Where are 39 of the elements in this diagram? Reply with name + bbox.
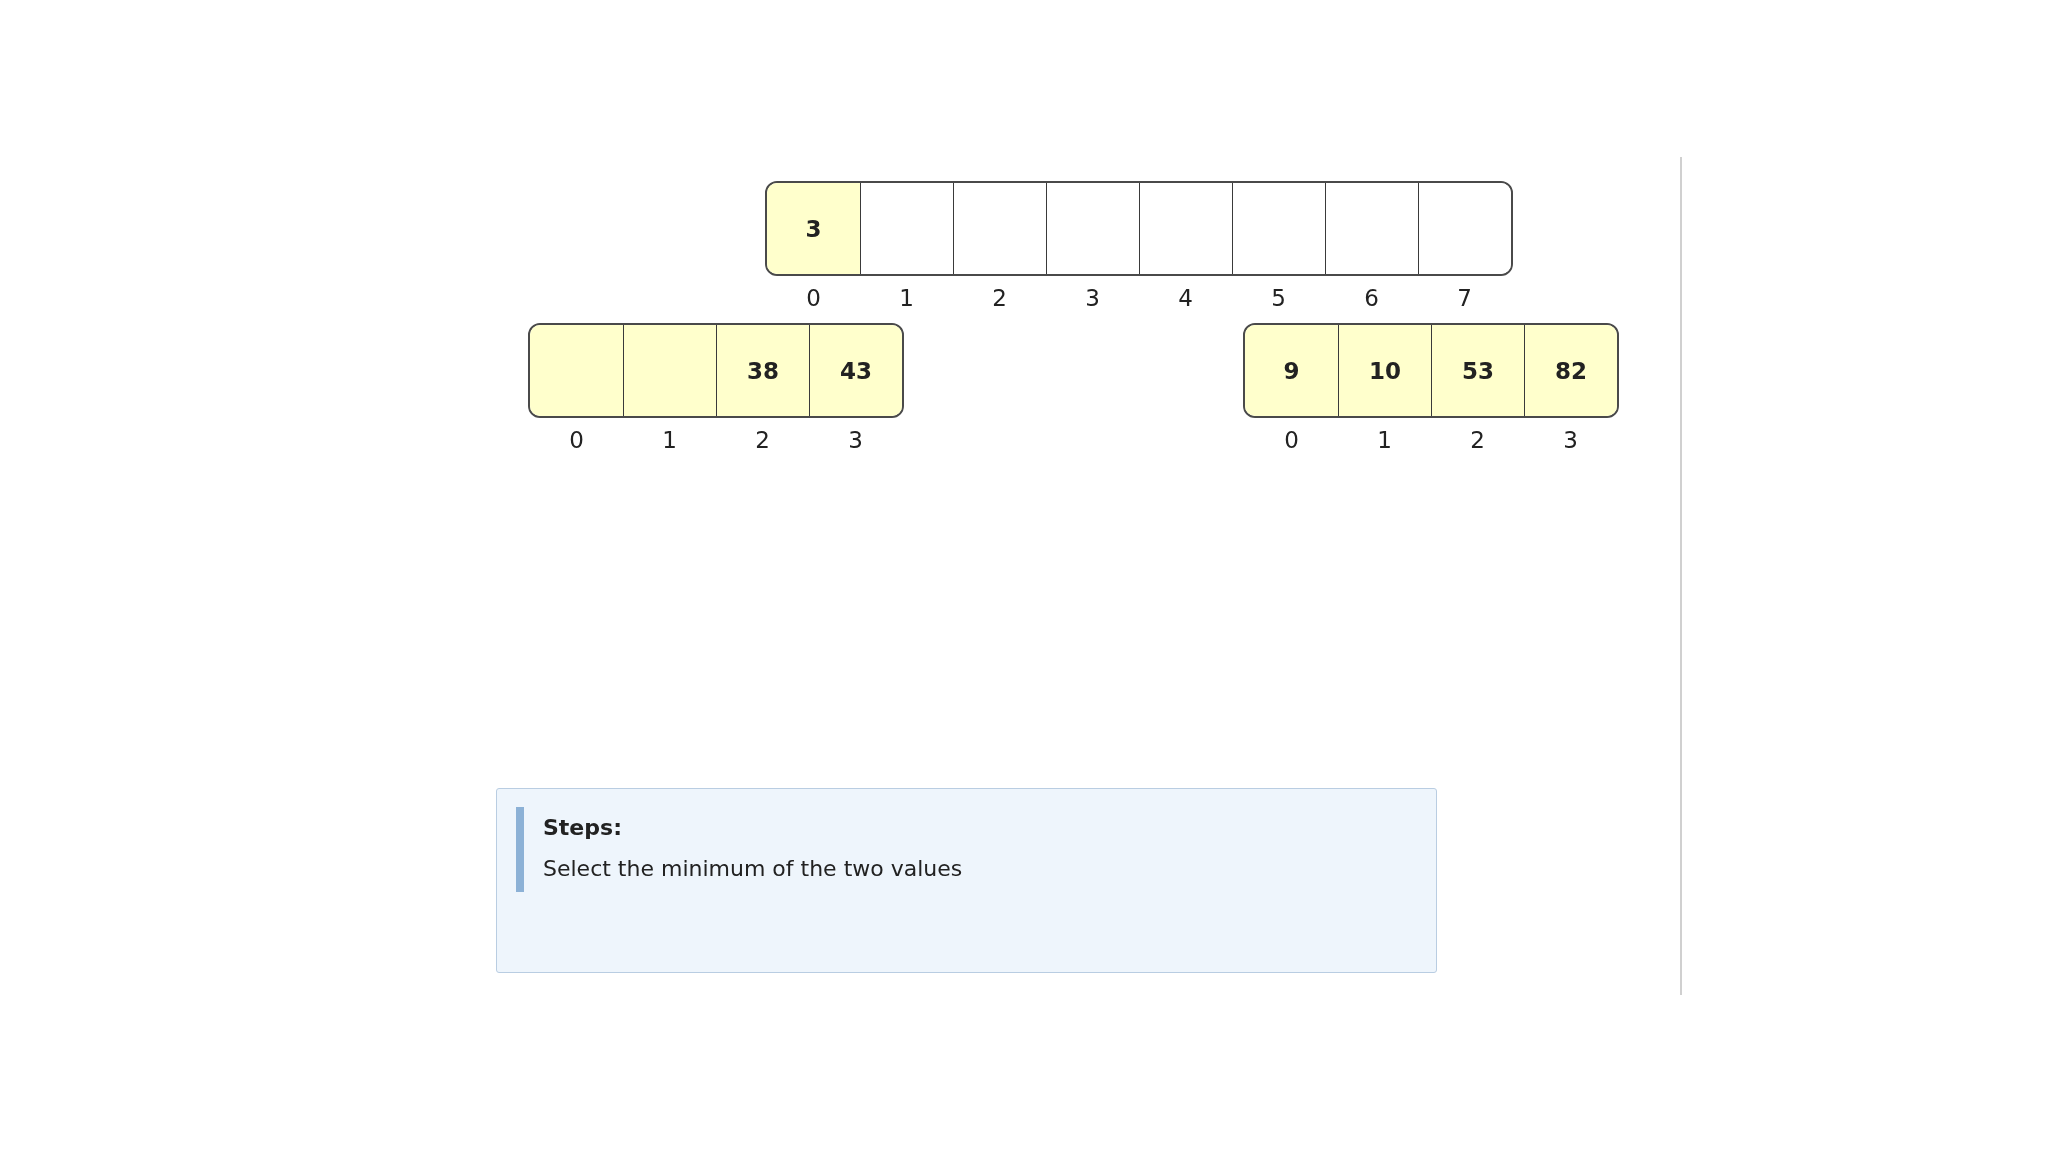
cell-value: 9 [1283,356,1300,385]
cell-value: 10 [1369,356,1401,385]
index-label: 1 [662,426,677,454]
steps-text: Select the minimum of the two values [543,855,963,883]
cell-value: 82 [1555,356,1587,385]
array-cell [716,325,809,416]
array-cell [809,325,902,416]
index-label: 2 [755,426,770,454]
array [765,181,1513,276]
cell-value: 3 [805,214,822,243]
cell-value: 38 [747,356,779,385]
array-cell [767,183,860,274]
array-cell [1245,325,1338,416]
index-label: 5 [1271,284,1286,312]
index-label: 2 [1470,426,1485,454]
index-label: 0 [569,426,584,454]
array-cell [623,325,716,416]
cell-value: 43 [840,356,872,385]
index-label: 6 [1364,284,1379,312]
array [1243,323,1619,418]
index-label: 0 [1284,426,1299,454]
steps-heading: Steps: [543,814,622,842]
array-cell [1338,325,1431,416]
cell-value: 53 [1462,356,1494,385]
index-label: 1 [899,284,914,312]
index-label: 3 [1085,284,1100,312]
index-label: 7 [1457,284,1472,312]
array-cell [1418,183,1511,274]
index-label: 1 [1377,426,1392,454]
array-cell [1524,325,1617,416]
index-label: 3 [848,426,863,454]
array [528,323,904,418]
steps-panel [496,788,1437,973]
index-label: 0 [806,284,821,312]
array-cell [530,325,623,416]
index-label: 2 [992,284,1007,312]
array-cell [1431,325,1524,416]
index-label: 4 [1178,284,1193,312]
index-label: 3 [1563,426,1578,454]
